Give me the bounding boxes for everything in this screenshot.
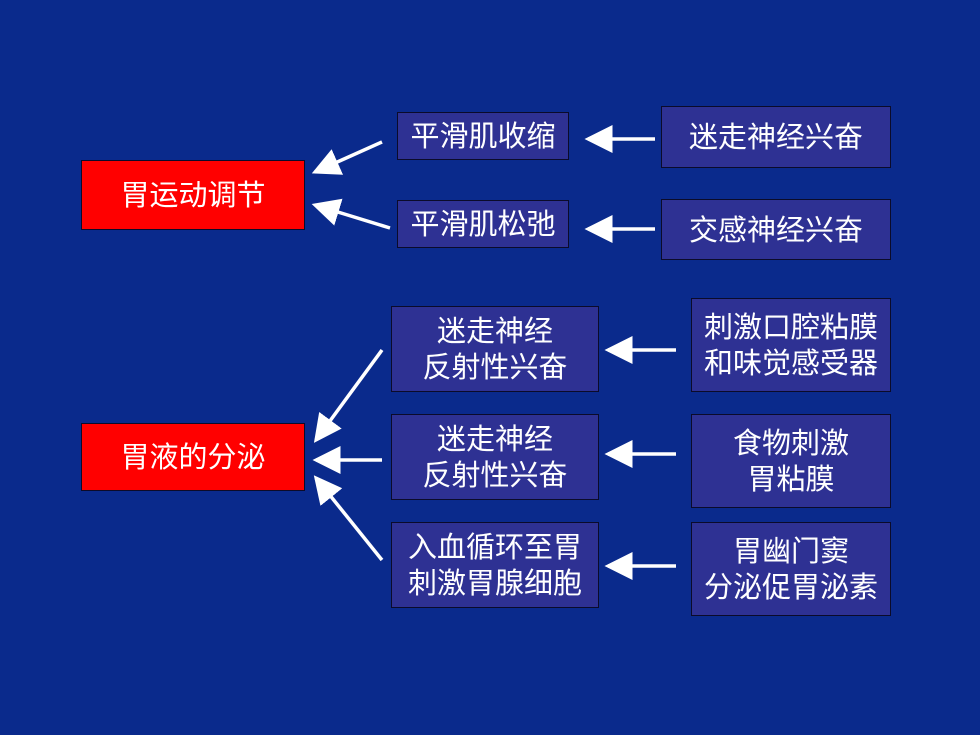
oral-mucosa-line1: 刺激口腔粘膜 bbox=[703, 310, 878, 344]
vagus-reflex-box-1: 迷走神经 反射性兴奋 bbox=[391, 306, 599, 392]
smooth-muscle-relaxation-label: 平滑肌松弛 bbox=[410, 207, 556, 241]
oral-mucosa-line2: 和味觉感受器 bbox=[703, 346, 878, 380]
gastrin-line2: 分泌促胃泌素 bbox=[703, 570, 878, 604]
vagus-excitation-label: 迷走神经兴奋 bbox=[688, 120, 863, 154]
stomach-motility-label: 胃运动调节 bbox=[120, 178, 266, 212]
arrow-effect2-to-main1 bbox=[311, 198, 391, 230]
sympathetic-excitation-label: 交感神经兴奋 bbox=[688, 212, 863, 247]
food-stimulus-box: 食物刺激 胃粘膜 bbox=[691, 414, 891, 508]
oral-mucosa-stimulus-box: 刺激口腔粘膜 和味觉感受器 bbox=[691, 298, 891, 392]
vagus-reflex-box-2: 迷走神经 反射性兴奋 bbox=[391, 414, 599, 500]
vagus-reflex-1-line2: 反射性兴奋 bbox=[422, 350, 568, 384]
gastric-secretion-box: 胃液的分泌 bbox=[81, 423, 305, 491]
gastrin-secretion-box: 胃幽门窦 分泌促胃泌素 bbox=[691, 522, 891, 616]
smooth-muscle-contraction-box: 平滑肌收缩 bbox=[397, 112, 569, 160]
blood-circulation-line2: 刺激胃腺细胞 bbox=[407, 566, 582, 600]
arrow-mech1-to-main2 bbox=[313, 348, 384, 443]
smooth-muscle-contraction-label: 平滑肌收缩 bbox=[410, 119, 556, 153]
gastric-secretion-label: 胃液的分泌 bbox=[120, 440, 266, 474]
stomach-motility-regulation-box: 胃运动调节 bbox=[81, 160, 305, 230]
blood-circulation-line1: 入血循环至胃 bbox=[407, 530, 582, 564]
smooth-muscle-relaxation-box: 平滑肌松弛 bbox=[397, 200, 569, 248]
vagus-reflex-2-line1: 迷走神经 bbox=[436, 422, 553, 456]
vagus-excitation-box: 迷走神经兴奋 bbox=[661, 106, 891, 168]
gastrin-line1: 胃幽门窦 bbox=[732, 534, 849, 568]
vagus-reflex-2-line2: 反射性兴奋 bbox=[422, 458, 568, 492]
vagus-reflex-1-line1: 迷走神经 bbox=[436, 314, 553, 348]
arrow-mech3-to-main2 bbox=[313, 475, 384, 562]
sympathetic-excitation-box: 交感神经兴奋 bbox=[661, 199, 891, 260]
food-stimulus-line1: 食物刺激 bbox=[732, 426, 849, 460]
food-stimulus-line2: 胃粘膜 bbox=[747, 462, 835, 496]
arrow-effect1-to-main1 bbox=[311, 140, 383, 175]
blood-circulation-box: 入血循环至胃 刺激胃腺细胞 bbox=[391, 522, 599, 608]
